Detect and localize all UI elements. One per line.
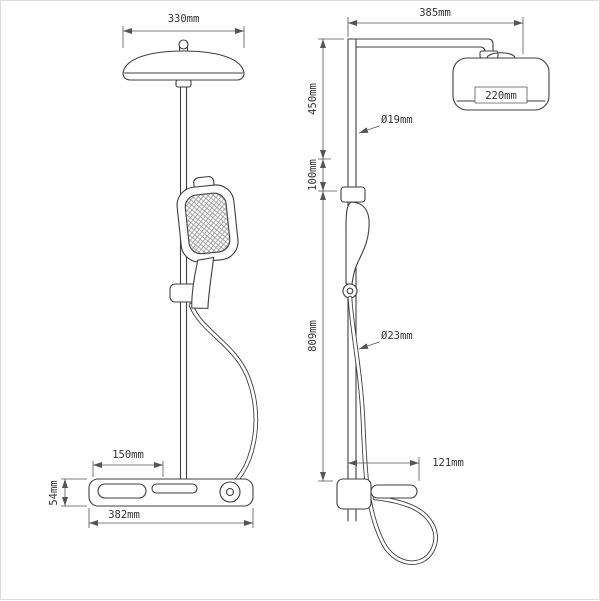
- side-view: [336, 38, 550, 565]
- head-size-label-box: [474, 86, 528, 104]
- pole-front: [179, 79, 188, 482]
- side-dimension-lines: [318, 17, 524, 482]
- dim-lower-pipe-diameter-label: Ø23mm: [381, 330, 413, 342]
- rain-shower-head-front: [122, 39, 245, 81]
- dim-head-width-label: 330mm: [168, 13, 200, 25]
- dim-arm-reach-label: 385mm: [419, 7, 451, 19]
- dim-pole-height-label: 809mm: [307, 320, 319, 352]
- dim-tray-height-label: 54mm: [48, 480, 60, 505]
- tray-slot: [151, 483, 198, 494]
- hand-shower-spray-face: [184, 192, 231, 255]
- dim-tray-total-width-label: 382mm: [108, 509, 140, 521]
- pole-connector-front: [175, 79, 192, 88]
- shelf-front: [88, 478, 254, 507]
- dim-upper-height-label: 450mm: [307, 83, 319, 115]
- front-view: [88, 39, 259, 507]
- mixer-knob-front: [219, 481, 241, 503]
- dimension-labels: 330mm 150mm 54mm 382mm 385mm 220mm 450mm…: [48, 7, 517, 521]
- shower-arm-side: [347, 38, 499, 59]
- dim-head-size-label: 220mm: [485, 90, 517, 102]
- head-finial-knob: [178, 39, 189, 50]
- hand-shower-side: [345, 201, 370, 285]
- soap-tray-recess: [97, 483, 147, 499]
- hose-side: [347, 295, 438, 565]
- dim-tray-depth-label: 121mm: [432, 457, 464, 469]
- front-dimension-lines: [61, 26, 254, 528]
- hand-shower-front: [176, 176, 239, 309]
- dim-upper-pipe-diameter-label: Ø19mm: [381, 114, 413, 126]
- dim-mid-offset-label: 100mm: [307, 159, 319, 191]
- hand-shower-holder-side: [340, 186, 366, 203]
- hose-front: [188, 302, 259, 487]
- mixer-lever-side: [370, 484, 418, 499]
- dim-tray-width-label: 150mm: [112, 449, 144, 461]
- hand-shower-handle: [191, 256, 215, 309]
- shelf-side: [336, 478, 418, 510]
- rain-shower-head-side: [452, 52, 550, 111]
